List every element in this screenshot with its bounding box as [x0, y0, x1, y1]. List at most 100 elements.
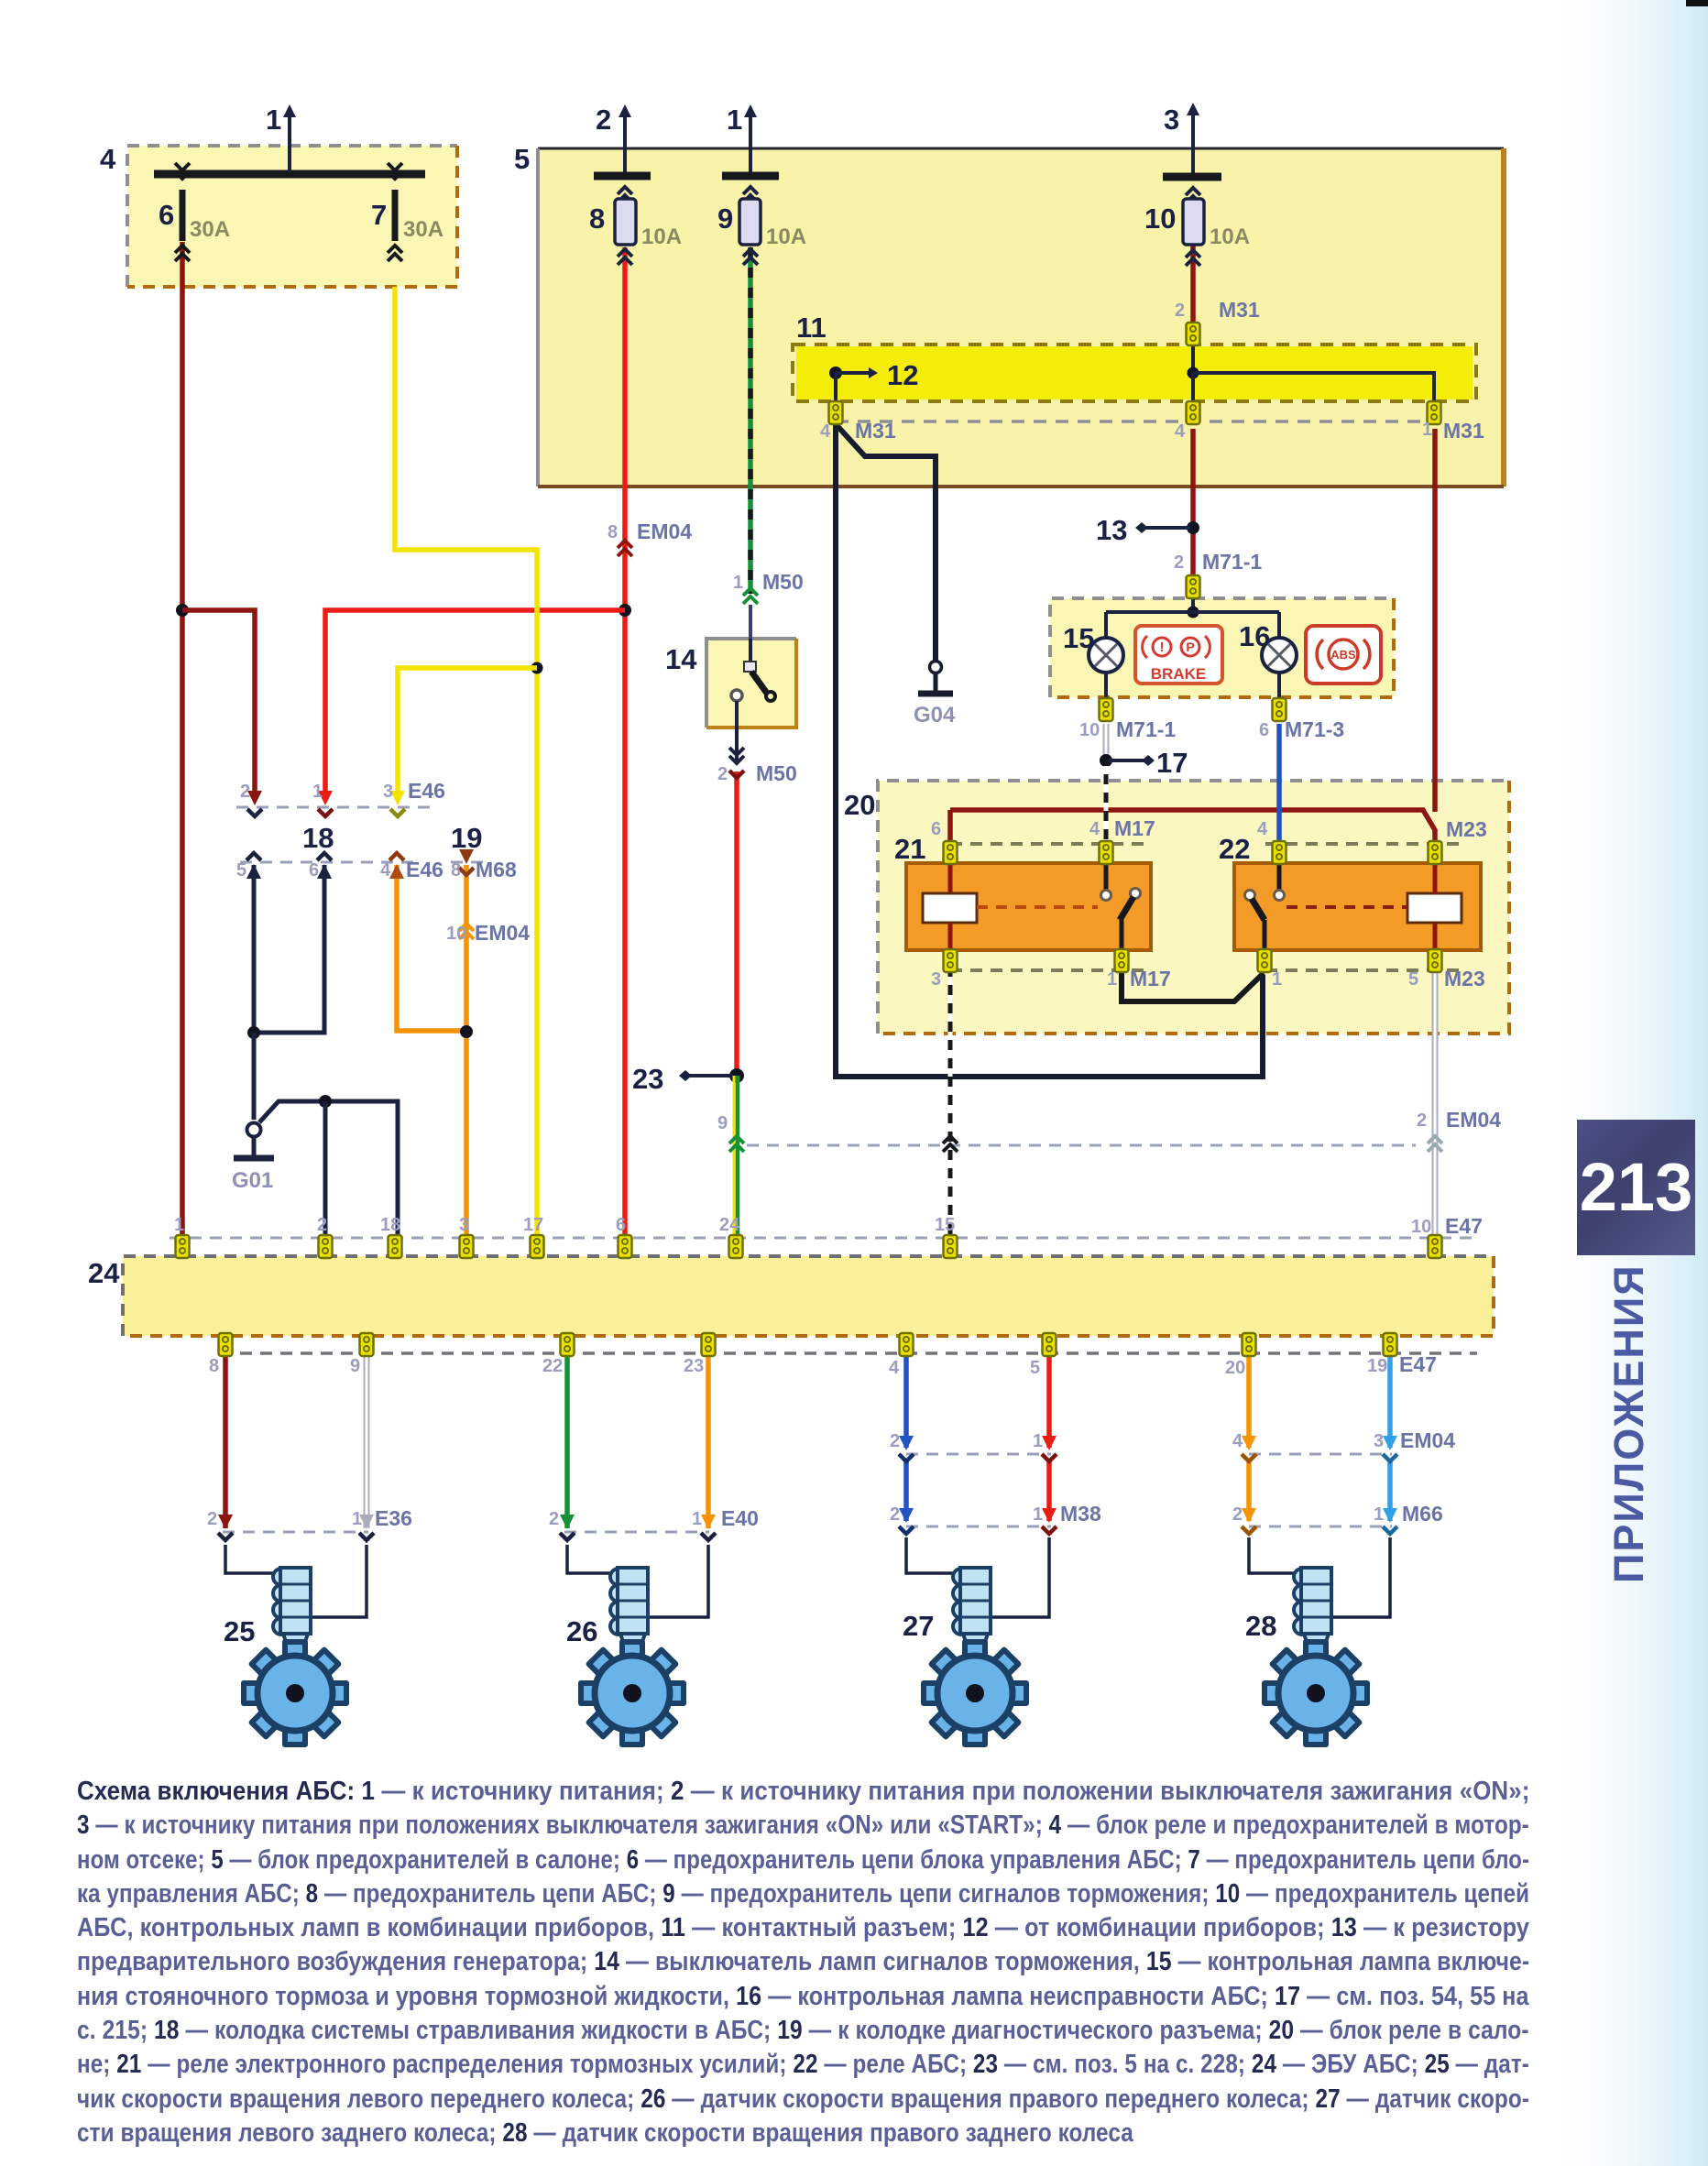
svg-text:1: 1	[312, 782, 323, 802]
svg-text:3: 3	[1164, 104, 1179, 136]
svg-text:19: 19	[451, 822, 482, 854]
svg-text:13: 13	[1096, 514, 1127, 546]
svg-text:30A: 30A	[403, 217, 443, 242]
svg-text:4: 4	[1232, 1431, 1243, 1451]
svg-text:1: 1	[1374, 1504, 1384, 1525]
svg-text:6: 6	[931, 819, 941, 839]
svg-text:1: 1	[1422, 420, 1432, 440]
svg-text:28: 28	[1245, 1610, 1276, 1642]
svg-text:1: 1	[692, 1509, 702, 1529]
svg-text:10: 10	[446, 924, 466, 944]
svg-text:3: 3	[1374, 1431, 1384, 1451]
svg-text:1: 1	[1033, 1431, 1043, 1451]
svg-text:M50: M50	[762, 570, 804, 594]
svg-text:M68: M68	[476, 858, 517, 881]
svg-text:10: 10	[1144, 202, 1176, 235]
svg-text:10A: 10A	[641, 224, 682, 249]
svg-text:1: 1	[1107, 969, 1117, 990]
svg-text:P: P	[1186, 640, 1194, 654]
svg-text:12: 12	[887, 359, 918, 391]
svg-text:1: 1	[174, 1215, 184, 1235]
svg-text:6: 6	[309, 860, 319, 881]
svg-text:17: 17	[1156, 747, 1188, 779]
svg-text:EM04: EM04	[475, 921, 530, 945]
svg-text:2: 2	[1175, 301, 1185, 321]
svg-text:23: 23	[632, 1063, 663, 1095]
svg-text:E46: E46	[408, 779, 445, 803]
svg-text:3: 3	[459, 1215, 469, 1235]
svg-text:2: 2	[1232, 1504, 1243, 1525]
svg-text:20: 20	[844, 789, 875, 821]
svg-text:22: 22	[542, 1356, 563, 1376]
svg-text:15: 15	[1063, 622, 1094, 654]
svg-text:10: 10	[1079, 720, 1100, 740]
svg-text:8: 8	[451, 860, 461, 881]
svg-text:EM04: EM04	[1400, 1428, 1455, 1452]
svg-text:EM04: EM04	[1446, 1108, 1501, 1132]
svg-text:M23: M23	[1444, 967, 1485, 990]
svg-text:M31: M31	[1219, 298, 1260, 322]
svg-text:9: 9	[350, 1356, 360, 1376]
svg-text:20: 20	[1225, 1358, 1245, 1378]
svg-text:8: 8	[589, 202, 605, 235]
svg-text:G01: G01	[232, 1168, 273, 1193]
svg-text:2: 2	[549, 1509, 559, 1529]
svg-text:18: 18	[380, 1215, 400, 1235]
svg-text:16: 16	[1239, 620, 1270, 652]
svg-text:1: 1	[1272, 969, 1282, 990]
svg-text:24: 24	[719, 1215, 740, 1235]
svg-text:BRAKE: BRAKE	[1151, 665, 1206, 683]
svg-text:2: 2	[1174, 552, 1184, 573]
svg-text:5: 5	[514, 143, 530, 175]
svg-text:7: 7	[371, 199, 387, 231]
svg-text:26: 26	[566, 1615, 597, 1647]
svg-text:1: 1	[733, 573, 743, 593]
svg-text:23: 23	[684, 1356, 704, 1376]
svg-text:M31: M31	[855, 419, 896, 443]
svg-text:1: 1	[352, 1509, 362, 1529]
svg-text:2: 2	[240, 782, 250, 802]
svg-text:6: 6	[616, 1215, 626, 1235]
svg-text:2: 2	[1417, 1110, 1427, 1131]
svg-text:4: 4	[1257, 819, 1268, 839]
svg-text:4: 4	[1175, 421, 1186, 442]
svg-text:2: 2	[207, 1509, 217, 1529]
svg-text:2: 2	[317, 1215, 327, 1235]
svg-text:1: 1	[266, 104, 281, 136]
svg-text:25: 25	[224, 1615, 255, 1647]
svg-text:E36: E36	[375, 1506, 412, 1530]
svg-text:M38: M38	[1060, 1502, 1101, 1526]
svg-text:5: 5	[1408, 969, 1418, 990]
svg-text:1: 1	[1033, 1504, 1043, 1525]
svg-text:18: 18	[302, 822, 334, 854]
svg-text:M17: M17	[1130, 967, 1171, 990]
svg-text:M17: M17	[1114, 816, 1155, 840]
svg-text:11: 11	[796, 312, 827, 344]
svg-text:4: 4	[820, 421, 831, 442]
svg-text:9: 9	[717, 202, 733, 235]
svg-text:3: 3	[383, 782, 393, 802]
svg-text:5: 5	[236, 860, 246, 881]
svg-text:M71-1: M71-1	[1116, 717, 1176, 741]
svg-text:2: 2	[717, 764, 728, 784]
svg-text:M31: M31	[1443, 419, 1484, 443]
svg-text:2: 2	[890, 1431, 900, 1451]
svg-text:E40: E40	[721, 1506, 759, 1530]
svg-text:E47: E47	[1445, 1214, 1483, 1238]
svg-text:M66: M66	[1402, 1502, 1443, 1526]
svg-text:4: 4	[1089, 819, 1100, 839]
svg-text:8: 8	[209, 1356, 219, 1376]
svg-text:M71-1: M71-1	[1202, 550, 1262, 574]
svg-text:9: 9	[717, 1113, 728, 1133]
svg-text:E47: E47	[1399, 1352, 1437, 1376]
svg-text:10A: 10A	[766, 224, 806, 249]
svg-text:5: 5	[1030, 1358, 1040, 1378]
svg-text:27: 27	[903, 1610, 934, 1642]
svg-text:3: 3	[931, 969, 941, 990]
svg-text:10: 10	[1411, 1217, 1431, 1237]
svg-text:4: 4	[380, 860, 391, 881]
svg-text:E46: E46	[406, 858, 443, 881]
svg-text:2: 2	[596, 104, 611, 136]
svg-text:M23: M23	[1446, 817, 1487, 841]
svg-text:24: 24	[88, 1257, 120, 1289]
